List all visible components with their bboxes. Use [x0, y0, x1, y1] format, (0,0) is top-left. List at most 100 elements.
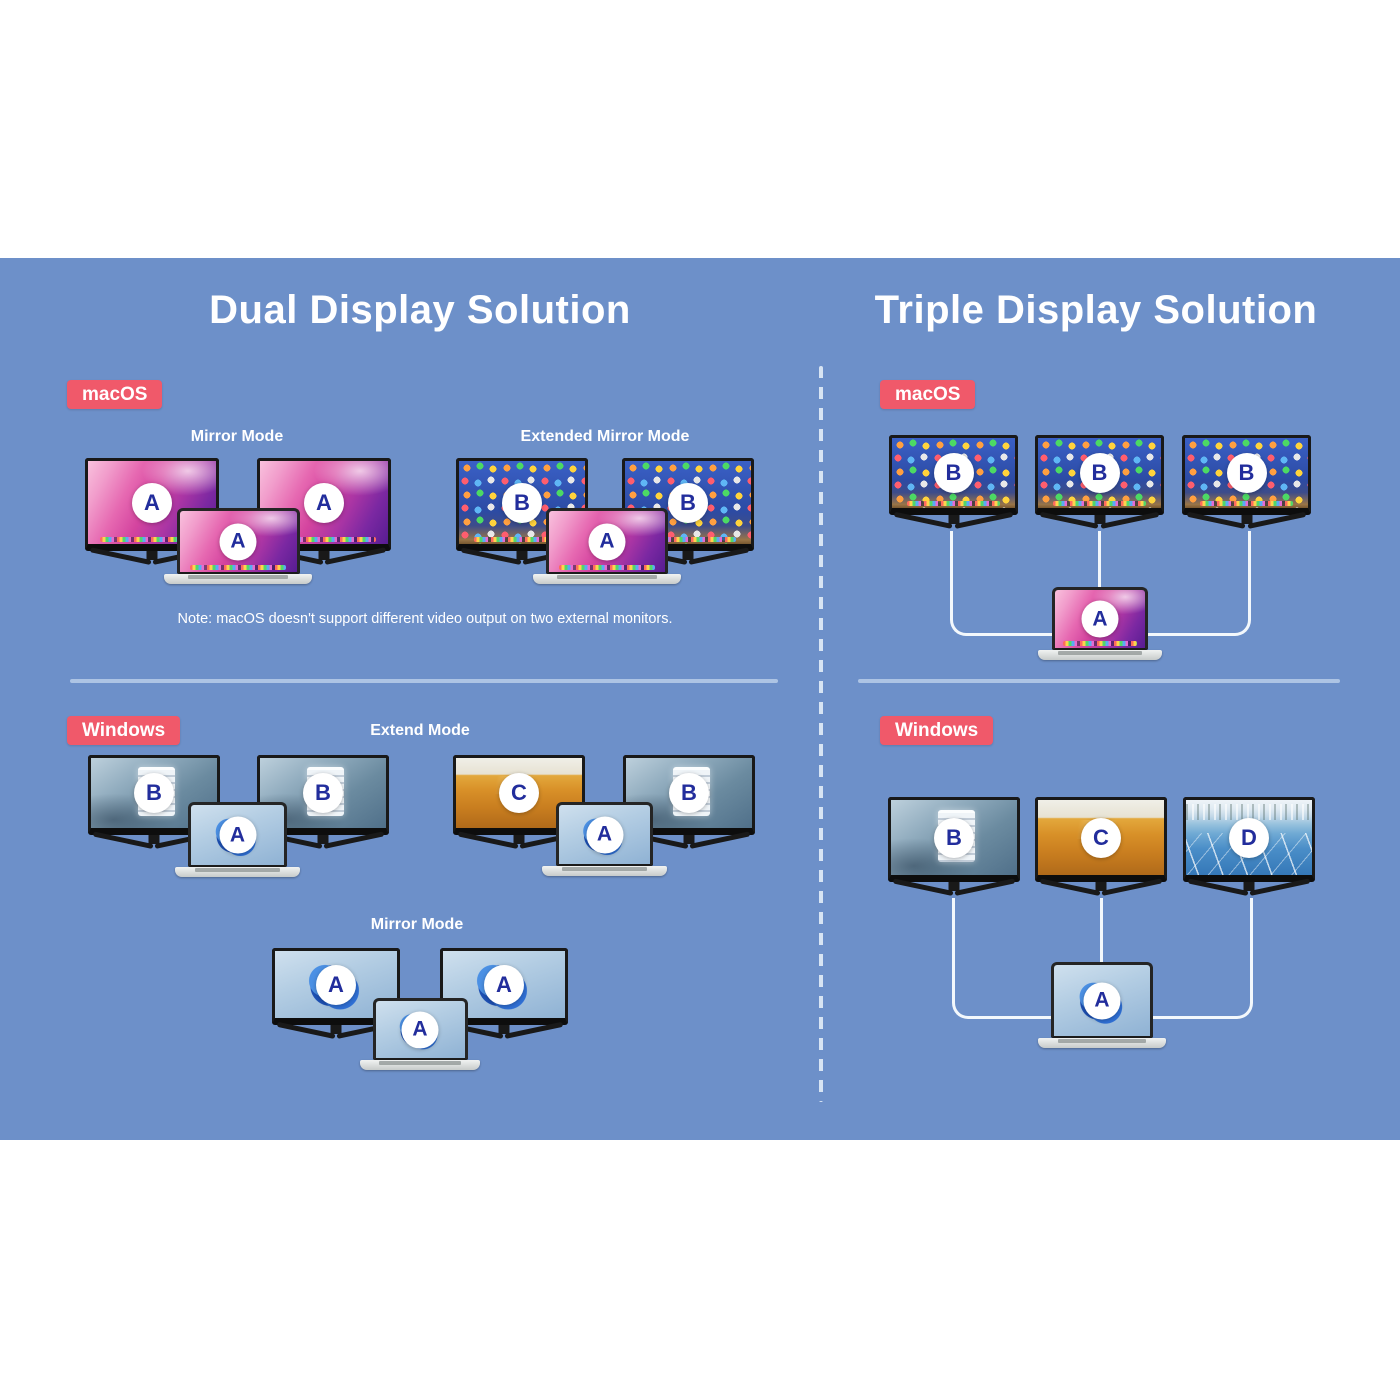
display-letter-badge: A — [132, 482, 172, 523]
display-letter-badge: B — [502, 482, 542, 523]
macos-extended-mirror-mode-label: Extended Mirror Mode — [520, 428, 690, 445]
laptop-win-mirror: A — [360, 998, 480, 1070]
macos-mirror-mode-label: Mirror Mode — [190, 428, 284, 445]
connector-line-left-mac — [950, 531, 1053, 636]
windows-mirror-mode-label: Mirror Mode — [370, 916, 464, 933]
dual-display-title: Dual Display Solution — [209, 288, 631, 332]
laptop-deck — [360, 1060, 480, 1070]
windows-extend-mode-label: Extend Mode — [370, 722, 470, 739]
display-letter-badge: A — [586, 816, 623, 853]
macos-badge-dual: macOS — [67, 380, 163, 409]
monitor-stand — [257, 831, 389, 855]
monitor-win-mirror-2: A — [440, 948, 568, 1045]
monitor-screen: B — [889, 435, 1018, 515]
monitor-stand — [272, 1021, 400, 1045]
laptop-win-triple: A — [1038, 962, 1166, 1048]
display-letter-badge: A — [304, 482, 344, 523]
monitor-stand — [257, 547, 391, 571]
monitor-stand — [889, 511, 1018, 535]
display-letter-badge: A — [484, 964, 524, 1005]
display-letter-badge: C — [499, 773, 539, 813]
laptop-screen: A — [546, 508, 668, 574]
triple-display-title: Triple Display Solution — [874, 288, 1318, 332]
display-letter-badge: D — [1229, 817, 1269, 858]
monitor-screen: D — [1183, 797, 1315, 882]
display-letter-badge: A — [219, 523, 257, 560]
monitor-screen: A — [272, 948, 400, 1025]
display-letter-badge: A — [316, 964, 356, 1005]
display-letter-badge: B — [303, 773, 343, 813]
monitor-mac-mirror-2: A — [257, 458, 391, 571]
monitor-stand — [456, 547, 588, 571]
display-letter-badge: B — [669, 773, 709, 813]
monitor-screen: B — [1035, 435, 1164, 515]
laptop-screen: A — [176, 508, 300, 574]
display-letter-badge: B — [1079, 453, 1120, 493]
display-letter-badge: B — [134, 773, 174, 813]
monitor-screen: B — [1182, 435, 1311, 515]
monitor-screen: A — [440, 948, 568, 1025]
macos-badge-triple: macOS — [880, 380, 976, 409]
monitor-win-triple-2: C — [1035, 797, 1167, 902]
monitor-stand — [85, 547, 219, 571]
monitor-stand — [1035, 511, 1164, 535]
laptop-deck — [542, 866, 667, 876]
laptop-win-extend1: A — [175, 802, 300, 877]
laptop-mac-triple: A — [1038, 587, 1162, 660]
windows-badge-triple: Windows — [880, 716, 994, 745]
monitor-screen: C — [1035, 797, 1167, 882]
laptop-deck — [1038, 650, 1162, 660]
monitor-stand — [888, 878, 1020, 902]
monitor-stand — [440, 1021, 568, 1045]
display-letter-badge: A — [401, 1011, 439, 1048]
laptop-mac-extended: A — [533, 508, 681, 584]
laptop-screen: A — [372, 998, 468, 1060]
left-section-divider — [70, 679, 778, 683]
macos-note-text: Note: macOS doesn't support different vi… — [177, 611, 673, 627]
connector-line-center-mac — [1098, 531, 1101, 589]
display-letter-badge: C — [1081, 817, 1121, 858]
laptop-screen: A — [188, 802, 287, 867]
monitor-win-mirror-1: A — [272, 948, 400, 1045]
display-letter-badge: B — [934, 817, 974, 858]
right-section-divider — [858, 679, 1340, 683]
connector-line-center-win — [1100, 898, 1103, 964]
monitor-win-extend1-1: B — [88, 755, 220, 855]
connector-line-right-win — [1148, 898, 1253, 1019]
laptop-mac-mirror: A — [164, 508, 312, 584]
monitor-stand — [1183, 878, 1315, 902]
laptop-screen: A — [1051, 962, 1153, 1038]
monitor-screen: B — [88, 755, 220, 835]
monitor-screen: B — [888, 797, 1020, 882]
monitor-screen: A — [257, 458, 391, 551]
display-letter-badge: A — [1083, 982, 1121, 1019]
monitor-stand — [1182, 511, 1311, 535]
monitor-win-triple-1: B — [888, 797, 1020, 902]
laptop-deck — [1038, 1038, 1166, 1048]
laptop-win-extend2: A — [542, 802, 667, 876]
laptop-screen: A — [1052, 587, 1148, 650]
vertical-dashed-divider — [819, 366, 823, 1102]
display-letter-badge: B — [933, 453, 974, 493]
monitor-stand — [623, 831, 755, 855]
laptop-deck — [533, 574, 681, 584]
connector-line-left-win — [952, 898, 1055, 1019]
connector-line-right-mac — [1146, 531, 1251, 636]
display-letter-badge: A — [219, 816, 256, 854]
monitor-stand — [88, 831, 220, 855]
monitor-stand — [1035, 878, 1167, 902]
laptop-deck — [164, 574, 312, 584]
monitor-mac-triple-1: B — [889, 435, 1018, 535]
laptop-screen: A — [556, 802, 653, 866]
monitor-stand — [622, 547, 754, 571]
display-letter-badge: A — [588, 523, 626, 560]
display-letter-badge: A — [1081, 600, 1119, 638]
display-letter-badge: B — [668, 482, 708, 523]
windows-badge-dual: Windows — [67, 716, 181, 745]
monitor-stand — [453, 831, 585, 855]
laptop-deck — [175, 867, 300, 877]
display-letter-badge: B — [1226, 453, 1267, 493]
blue-panel — [0, 258, 1400, 1140]
monitor-win-triple-3: D — [1183, 797, 1315, 902]
